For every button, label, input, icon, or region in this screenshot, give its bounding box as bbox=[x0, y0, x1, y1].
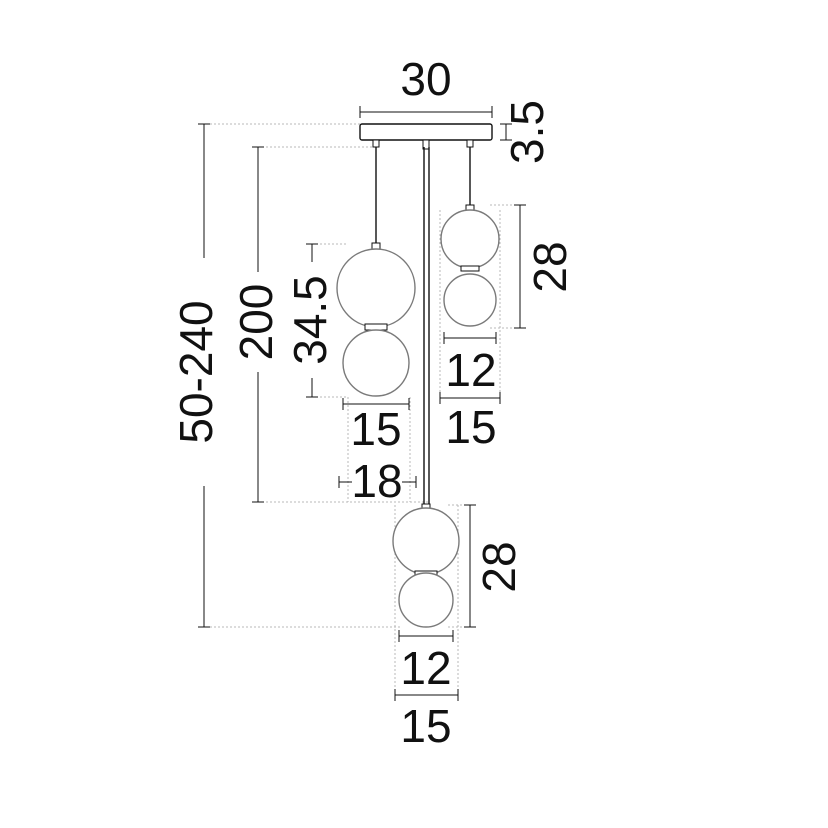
right-inner-diameter-label: 12 bbox=[445, 344, 496, 396]
bottom-pendant-height-label: 28 bbox=[473, 541, 525, 592]
large-outer-diameter-label: 18 bbox=[351, 455, 402, 507]
cable-clamp-left bbox=[372, 139, 380, 148]
cable-clamp-middle bbox=[422, 139, 430, 150]
cable-clamp-right bbox=[466, 139, 474, 148]
guide-lines bbox=[198, 123, 520, 695]
large-pendant-height-label: 34.5 bbox=[284, 275, 336, 365]
large-inner-diameter-label: 15 bbox=[350, 403, 401, 455]
large-pendant bbox=[336, 242, 416, 397]
right-pendant-height-label: 28 bbox=[524, 241, 576, 292]
fixture bbox=[359, 123, 493, 505]
total-height-label: 50-240 bbox=[170, 300, 222, 443]
right-pendant bbox=[440, 204, 500, 327]
bottom-inner-diameter-label: 12 bbox=[400, 642, 451, 694]
canopy bbox=[359, 123, 493, 141]
canopy-height-label: 3.5 bbox=[501, 100, 553, 164]
cable-length-label: 200 bbox=[230, 284, 282, 361]
canopy-width-label: 30 bbox=[400, 53, 451, 105]
bottom-outer-diameter-label: 15 bbox=[400, 700, 451, 752]
right-outer-diameter-label: 15 bbox=[445, 401, 496, 453]
dimension-lines bbox=[198, 106, 526, 701]
bottom-pendant bbox=[392, 503, 460, 628]
